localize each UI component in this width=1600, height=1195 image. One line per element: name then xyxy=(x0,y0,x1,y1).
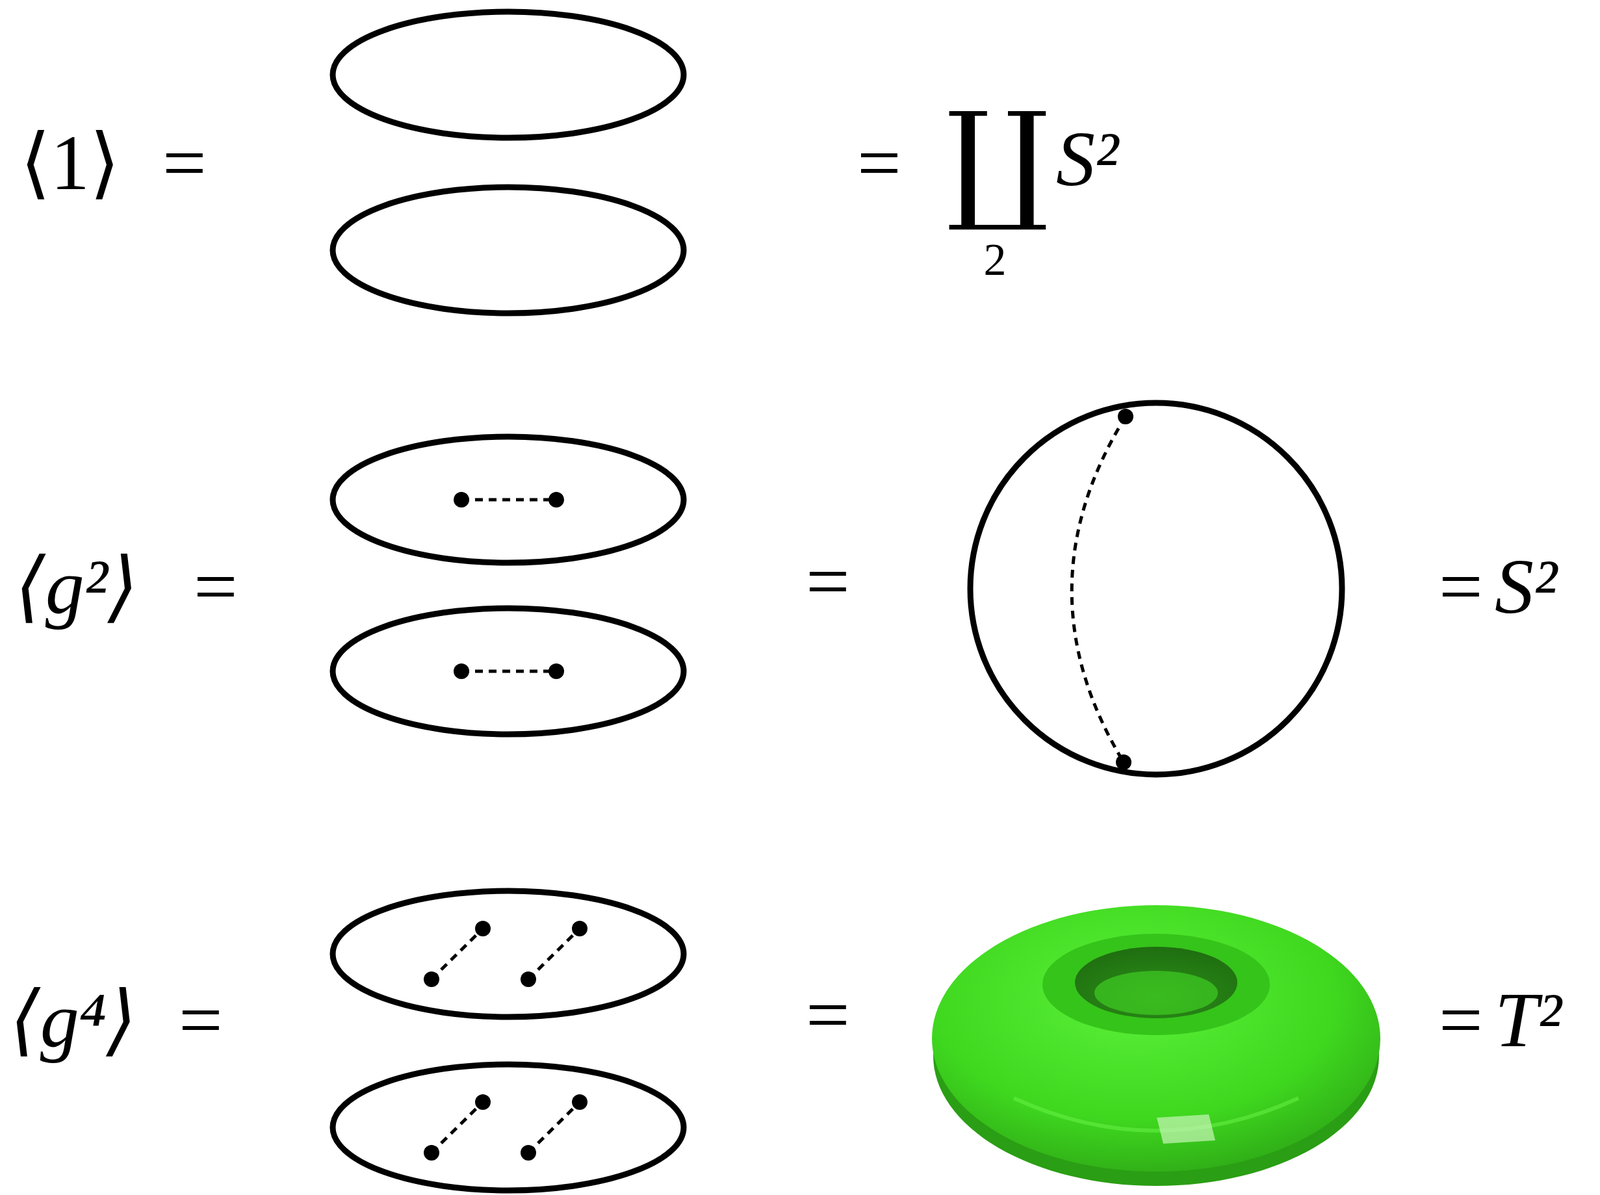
sphere-outline xyxy=(970,402,1342,775)
puncture-dot xyxy=(520,1145,537,1161)
puncture-dot xyxy=(548,663,565,680)
surface-name: S² xyxy=(1494,547,1558,626)
puncture-dot xyxy=(1115,754,1132,771)
coproduct-symbol: ∐ xyxy=(945,96,1049,227)
equals-sign: = xyxy=(162,124,207,203)
puncture-dot xyxy=(423,1145,440,1161)
surface-name: T² xyxy=(1494,981,1562,1060)
expectation-symbol: ⟨1⟩ xyxy=(20,124,121,203)
dashed-cut xyxy=(431,928,483,980)
equals-sign: = xyxy=(805,976,851,1055)
puncture-dot xyxy=(571,1094,588,1110)
puncture-dot xyxy=(453,663,470,680)
sphere-outline xyxy=(332,890,684,1018)
dashed-tube xyxy=(1071,416,1126,763)
subscript-number: 2 xyxy=(983,237,1007,283)
puncture-dot xyxy=(520,971,537,988)
equals-sign: = xyxy=(193,547,238,626)
dashed-cut xyxy=(431,1102,483,1153)
equals-sign: = xyxy=(178,981,223,1060)
dashed-cut xyxy=(461,498,557,502)
expectation-symbol: ⟨g⁴⟩ xyxy=(9,981,137,1060)
dashed-cut xyxy=(528,1102,580,1153)
dashed-cut xyxy=(528,928,580,980)
puncture-dot xyxy=(453,491,470,508)
sphere-outline xyxy=(332,11,684,138)
sphere-outline xyxy=(332,187,684,314)
torus xyxy=(931,905,1381,1187)
equals-sign: = xyxy=(857,124,902,203)
puncture-dot xyxy=(423,971,440,988)
sphere-outline xyxy=(332,436,684,563)
puncture-dot xyxy=(475,1094,491,1110)
equals-sign: = xyxy=(1438,547,1484,626)
sphere-outline xyxy=(332,608,684,735)
dashed-cut xyxy=(461,670,557,674)
equals-sign: = xyxy=(1438,981,1484,1060)
puncture-dot xyxy=(548,491,565,508)
puncture-dot xyxy=(1117,408,1134,425)
equals-sign: = xyxy=(805,542,851,621)
sphere-outline xyxy=(332,1064,684,1191)
expectation-symbol: ⟨g²⟩ xyxy=(14,547,139,626)
surface-name: S² xyxy=(1056,120,1119,199)
puncture-dot xyxy=(571,920,588,937)
puncture-dot xyxy=(475,920,491,937)
